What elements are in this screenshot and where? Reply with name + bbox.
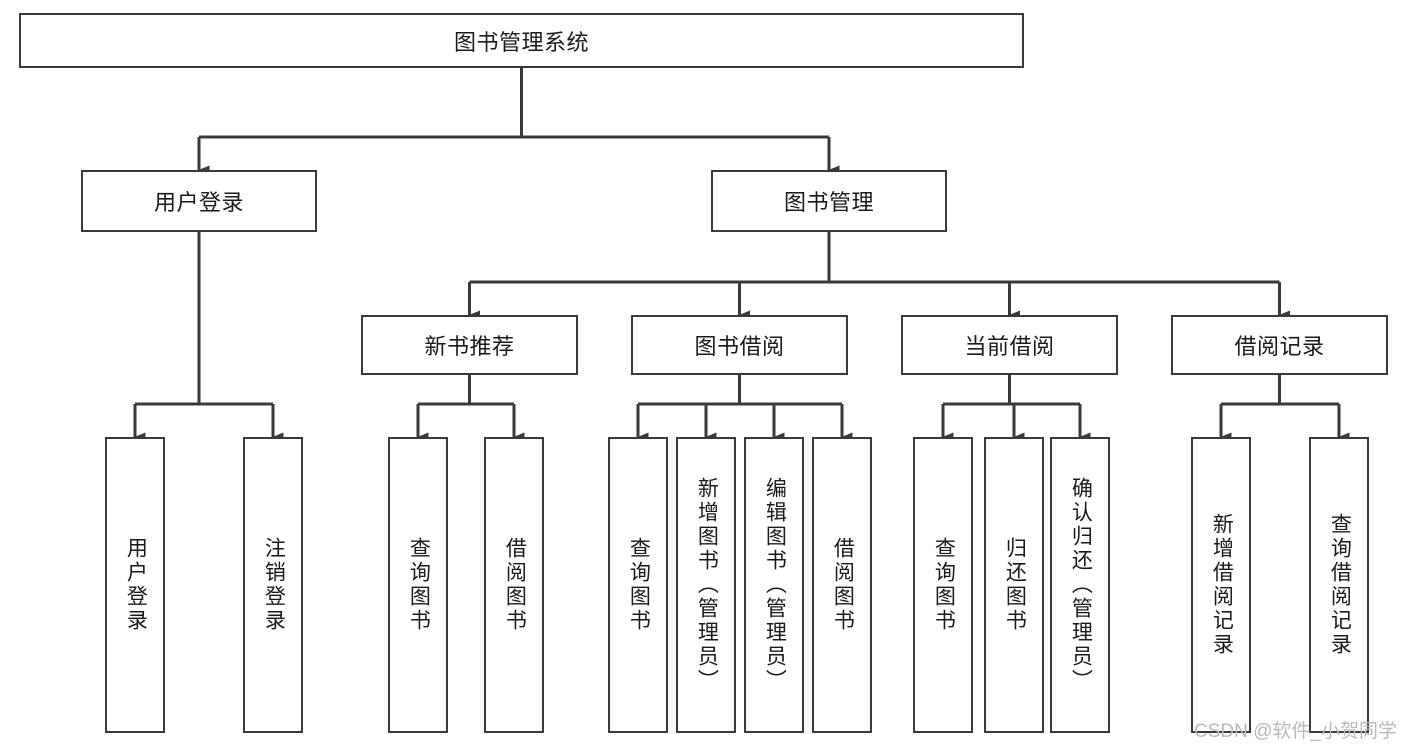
node-label-borrow-record: 借阅记录 [1234,334,1325,359]
node-leaf-return-book[interactable]: 归还图书 [984,437,1044,733]
node-book-borrow[interactable]: 图书借阅 [631,315,848,375]
node-label-leaf-confirm-return: 确认归还（管理员） [1069,477,1093,693]
node-leaf-user-login[interactable]: 用户登录 [105,437,165,733]
node-label-book-manage: 图书管理 [783,190,874,215]
node-borrow-record[interactable]: 借阅记录 [1171,315,1388,375]
node-leaf-borrow-book-2[interactable]: 借阅图书 [812,437,872,733]
node-label-leaf-return-book: 归还图书 [1003,537,1027,633]
node-label-leaf-query-book-2: 查询图书 [627,537,651,633]
node-label-leaf-borrow-book-1: 借阅图书 [503,537,527,633]
node-leaf-borrow-book-1[interactable]: 借阅图书 [484,437,544,733]
node-leaf-logout[interactable]: 注销登录 [243,437,303,733]
node-leaf-query-record[interactable]: 查询借阅记录 [1309,437,1369,733]
node-label-leaf-add-record: 新增借阅记录 [1210,513,1234,657]
node-label-leaf-borrow-book-2: 借阅图书 [831,537,855,633]
csdn-watermark: CSDN @软件_小贺同学 [1194,721,1397,742]
node-label-new-book-rec: 新书推荐 [424,334,515,359]
node-label-leaf-query-book-3: 查询图书 [932,537,956,633]
node-label-leaf-query-book-1: 查询图书 [407,537,431,633]
node-leaf-add-record[interactable]: 新增借阅记录 [1191,437,1251,733]
node-label-book-borrow: 图书借阅 [694,334,785,359]
node-leaf-edit-book[interactable]: 编辑图书（管理员） [744,437,804,733]
node-current-borrow[interactable]: 当前借阅 [901,315,1118,375]
node-book-manage[interactable]: 图书管理 [711,170,947,232]
node-label-user-login: 用户登录 [153,190,244,215]
node-label-leaf-edit-book: 编辑图书（管理员） [763,477,787,693]
node-label-leaf-add-book: 新增图书（管理员） [695,477,719,693]
node-leaf-confirm-return[interactable]: 确认归还（管理员） [1050,437,1110,733]
node-root[interactable]: 图书管理系统 [19,13,1024,68]
node-user-login[interactable]: 用户登录 [81,170,317,232]
node-label-current-borrow: 当前借阅 [964,334,1055,359]
node-leaf-query-book-1[interactable]: 查询图书 [388,437,448,733]
node-leaf-query-book-3[interactable]: 查询图书 [913,437,973,733]
node-leaf-add-book[interactable]: 新增图书（管理员） [676,437,736,733]
node-label-root: 图书管理系统 [453,29,589,55]
node-leaf-query-book-2[interactable]: 查询图书 [608,437,668,733]
node-label-leaf-query-record: 查询借阅记录 [1328,513,1352,657]
node-label-leaf-logout: 注销登录 [262,537,286,633]
node-label-leaf-user-login: 用户登录 [124,537,148,633]
node-new-book-rec[interactable]: 新书推荐 [361,315,578,375]
